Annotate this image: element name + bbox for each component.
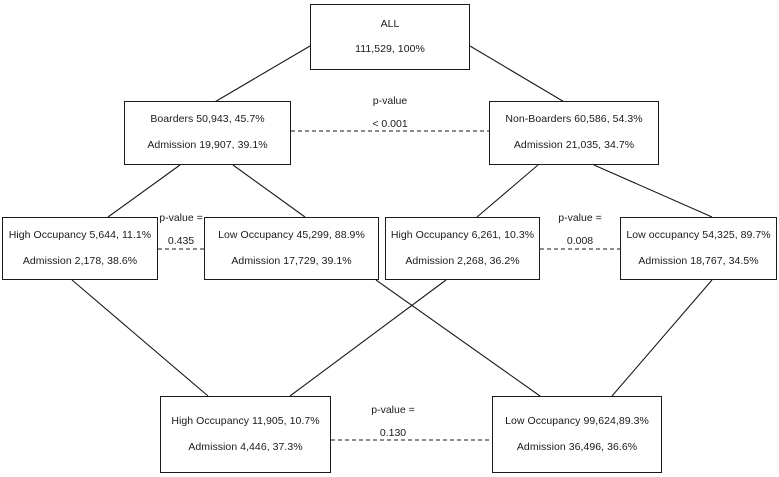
- pvalue-non-boarders-split: p-value = 0.008: [546, 212, 614, 247]
- node-non-boarders-admission: Admission 21,035, 34.7%: [513, 139, 635, 151]
- node-boarders-low-occupancy[interactable]: Low Occupancy 45,299, 88.9% Admission 17…: [204, 217, 379, 280]
- node-non-boarders[interactable]: Non-Boarders 60,586, 54.3% Admission 21,…: [489, 101, 659, 165]
- pvalue-total-split-value: 0.130: [379, 427, 407, 440]
- edge-non-boarders-to-high-occupancy: [476, 164, 539, 218]
- node-boarders-high-occupancy-admission: Admission 2,178, 38.6%: [22, 254, 138, 267]
- pvalue-non-boarders-split-head: p-value =: [558, 212, 602, 224]
- node-non-boarders-low-occupancy[interactable]: Low occupancy 54,325, 89.7% Admission 18…: [620, 217, 777, 280]
- node-boarders-low-occupancy-primary: Low Occupancy 45,299, 88.9%: [218, 228, 365, 241]
- pvalue-total-split-head: p-value =: [371, 404, 415, 416]
- node-all[interactable]: ALL 111,529, 100%: [310, 4, 470, 70]
- edge-boarders-to-high-occupancy: [107, 164, 181, 218]
- node-non-boarders-high-occupancy[interactable]: High Occupancy 6,261, 10.3% Admission 2,…: [385, 217, 540, 280]
- node-total-low-occupancy[interactable]: Low Occupancy 99,624,89.3% Admission 36,…: [492, 396, 662, 473]
- edge-root-to-boarders: [212, 45, 311, 104]
- node-all-count: 111,529, 100%: [355, 42, 425, 55]
- node-boarders[interactable]: Boarders 50,943, 45.7% Admission 19,907,…: [124, 101, 291, 165]
- node-non-boarders-high-occupancy-primary: High Occupancy 6,261, 10.3%: [390, 228, 535, 241]
- node-non-boarders-primary: Non-Boarders 60,586, 54.3%: [505, 113, 643, 126]
- edge-boarders-high-to-total-high: [71, 279, 209, 397]
- node-total-low-occupancy-admission: Admission 36,496, 36.6%: [516, 440, 638, 453]
- pvalue-boarders-split-head: p-value =: [159, 212, 203, 224]
- edge-non-boarders-to-low-occupancy: [593, 164, 713, 218]
- pvalue-level2: p-value < 0.001: [340, 95, 440, 130]
- pvalue-level2-head: p-value: [372, 95, 408, 107]
- node-non-boarders-low-occupancy-admission: Admission 18,767, 34.5%: [638, 254, 759, 267]
- pvalue-boarders-split-value: 0.435: [167, 235, 195, 248]
- edge-root-to-non-boarders: [469, 45, 567, 104]
- pvalue-boarders-split: p-value = 0.435: [154, 212, 208, 247]
- node-non-boarders-low-occupancy-primary: Low occupancy 54,325, 89.7%: [626, 228, 771, 241]
- node-boarders-primary: Boarders 50,943, 45.7%: [150, 113, 265, 126]
- node-total-high-occupancy[interactable]: High Occupancy 11,905, 10.7% Admission 4…: [160, 396, 331, 473]
- node-boarders-high-occupancy[interactable]: High Occupancy 5,644, 11.1% Admission 2,…: [2, 217, 158, 280]
- node-boarders-low-occupancy-admission: Admission 17,729, 39.1%: [231, 254, 352, 267]
- edge-boarders-to-low-occupancy: [232, 164, 306, 218]
- node-boarders-admission: Admission 19,907, 39.1%: [147, 139, 268, 151]
- node-boarders-high-occupancy-primary: High Occupancy 5,644, 11.1%: [8, 228, 152, 241]
- pvalue-level2-value: < 0.001: [372, 118, 408, 131]
- edge-boarders-low-to-total-low: [375, 279, 541, 397]
- node-total-high-occupancy-admission: Admission 4,446, 37.3%: [188, 440, 303, 453]
- edge-non-boarders-high-to-total-high: [289, 279, 447, 397]
- edge-non-boarders-low-to-total-low: [611, 279, 713, 397]
- node-total-low-occupancy-primary: Low Occupancy 99,624,89.3%: [505, 414, 649, 427]
- node-total-high-occupancy-primary: High Occupancy 11,905, 10.7%: [171, 414, 320, 427]
- pvalue-non-boarders-split-value: 0.008: [566, 235, 594, 248]
- node-non-boarders-high-occupancy-admission: Admission 2,268, 36.2%: [405, 254, 520, 267]
- pvalue-total-split: p-value = 0.130: [363, 404, 423, 439]
- node-all-title: ALL: [380, 17, 400, 30]
